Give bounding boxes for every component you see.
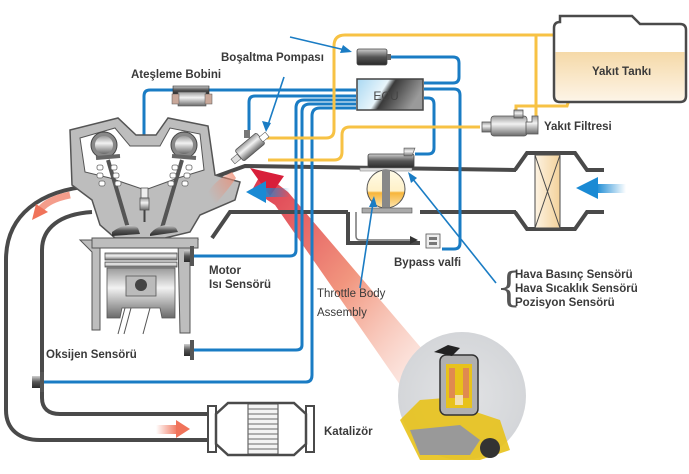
pump-pointer-arrow <box>289 36 352 53</box>
label-engine-temp-line1: Motor <box>209 265 241 277</box>
bypass-valve <box>355 212 441 249</box>
air-intake-arrow <box>576 177 626 199</box>
label-throttle-line2: Assembly <box>317 307 367 319</box>
label-throttle-line1: Throttle Body <box>317 288 386 300</box>
spark-plug <box>139 187 150 222</box>
camshaft-right <box>170 131 198 159</box>
label-fuel-filter: Yakıt Filtresi <box>544 121 612 133</box>
ecu-label: ECU <box>373 89 398 103</box>
intake-manifold <box>210 151 604 245</box>
label-air-temp-sensor: Hava Sıcaklık Sensörü <box>515 283 638 295</box>
exhaust-pipe <box>4 184 210 442</box>
exhaust-flow-arrow-bottom <box>156 420 190 438</box>
label-bypass-valve: Bypass valfi <box>394 257 462 269</box>
sensor-lower <box>184 340 194 360</box>
camshaft-left <box>90 131 118 159</box>
catalytic-converter <box>207 401 315 457</box>
label-fuel-tank: Yakıt Tankı <box>592 66 652 78</box>
fuel-injector <box>204 130 270 215</box>
exhaust-flow-arrow-top <box>32 191 71 220</box>
sensor-group-brace: { <box>496 265 522 311</box>
fuel-pump <box>356 48 391 66</box>
label-ignition-coil: Ateşleme Bobini <box>131 69 222 81</box>
label-fuel-pump: Boşaltma Pompası <box>221 52 324 64</box>
oxygen-sensor <box>32 372 44 392</box>
label-sensor-group: Hava Basınç Sensörü Hava Sıcaklık Sensör… <box>515 268 638 310</box>
label-air-pressure-sensor: Hava Basınç Sensörü <box>515 269 633 281</box>
engine-temp-sensor <box>184 246 194 266</box>
label-oxygen-sensor: Oksijen Sensörü <box>46 349 137 361</box>
cylinder-block <box>78 237 199 334</box>
throttle-body <box>359 147 416 214</box>
label-throttle-body: Throttle Body Assembly <box>317 285 385 323</box>
label-catalytic-converter: Katalizör <box>324 426 373 438</box>
label-engine-temp-line2: Isı Sensörü <box>209 279 271 291</box>
injector-highlight-arrow <box>250 168 440 392</box>
injector-photo <box>398 332 526 460</box>
label-position-sensor: Pozisyon Sensörü <box>515 297 615 309</box>
cylinder-head <box>69 117 241 239</box>
ecu-unit: ECU <box>356 78 424 111</box>
throttle-pointer-arrows <box>359 172 497 289</box>
piston <box>104 252 178 335</box>
air-filter <box>534 154 561 229</box>
fuel-filter <box>481 109 539 137</box>
fuel-tank <box>552 14 688 104</box>
exhaust-valve <box>150 154 197 236</box>
label-engine-temp-sensor: Motor Isı Sensörü <box>209 264 271 292</box>
ignition-coil <box>171 85 213 107</box>
injector-pointer-arrow <box>262 76 285 132</box>
intake-valve <box>95 154 140 236</box>
air-flow-arrow <box>246 181 290 203</box>
